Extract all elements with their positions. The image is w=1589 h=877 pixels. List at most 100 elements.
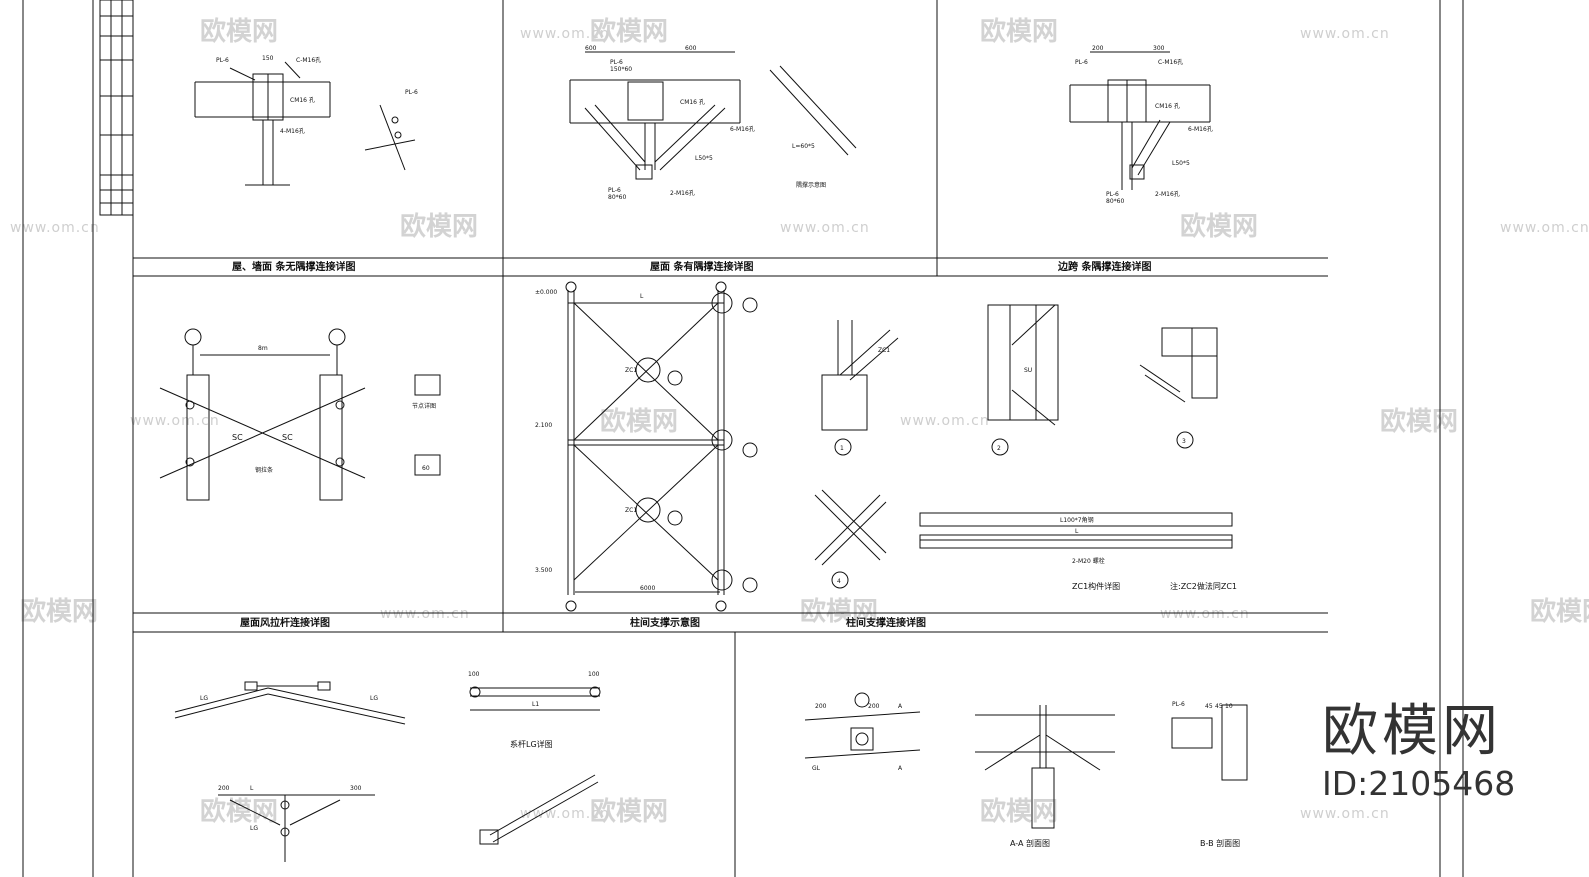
- p2-label: 600: [585, 45, 597, 52]
- p3-label: 80*60: [1106, 198, 1124, 205]
- p6-label: 2-M20 螺栓: [1072, 557, 1105, 565]
- watermark-url: www.om.cn: [1160, 606, 1250, 622]
- p1-label: CM16 孔: [290, 96, 315, 104]
- p3-label: CM16 孔: [1155, 102, 1180, 110]
- panel-5-labels: ±0.000 6000 L ZC1 ZC1 2.100 3.500 柱间支撑示意…: [535, 289, 700, 629]
- panel-2-title: 屋面 条有隅撑连接详图: [650, 260, 753, 273]
- p4-label: 节点详图: [412, 402, 436, 410]
- watermark-name: 欧模网: [20, 596, 98, 627]
- p8-label: 200: [868, 703, 880, 710]
- p7-label: 200: [218, 785, 230, 792]
- p3-label: C-M16孔: [1158, 58, 1183, 66]
- p6-label: L100*7角钢: [1060, 516, 1094, 524]
- p5-label: 2.100: [535, 422, 552, 429]
- watermark-url: www.om.cn: [520, 26, 610, 42]
- drawing-frame: [22, 0, 1464, 877]
- p2-label: L50*5: [695, 155, 713, 162]
- p7-label: L: [250, 785, 254, 792]
- p6-label: SU: [1024, 367, 1032, 374]
- p2-label: PL-6: [610, 59, 623, 66]
- watermark-name: 欧模网: [590, 796, 668, 827]
- p7-label: 100: [468, 671, 480, 678]
- panel-6-title: 柱间支撑连接详图: [846, 616, 926, 629]
- p2-label: 600: [685, 45, 697, 52]
- p2-label: 6-M16孔: [730, 125, 755, 133]
- p6-label: 1: [840, 445, 844, 452]
- panel-3-title: 边跨 条隅撑连接详图: [1057, 260, 1151, 273]
- watermark-url: www.om.cn: [1300, 806, 1390, 822]
- p2-label: PL-6: [608, 187, 621, 194]
- p8-label: 45: [1215, 703, 1223, 710]
- watermark-name: 欧模网: [1530, 596, 1589, 627]
- p6-label: 3: [1182, 438, 1186, 445]
- p5-label: ZC1: [625, 507, 637, 514]
- p8-label: A: [898, 703, 903, 710]
- watermark-name: 欧模网: [980, 16, 1058, 47]
- panel-5-title: 柱间支撑示意图: [630, 616, 700, 629]
- p6-label: ZC1构件详图: [1072, 581, 1120, 591]
- panel-4-title: 屋面风拉杆连接详图: [240, 616, 330, 629]
- p1-label: 4-M16孔: [280, 127, 305, 135]
- p2-label: 隅撑示意图: [796, 181, 826, 189]
- panel-3-labels: 200 300 PL-6 C-M16孔 CM16 孔 6-M16孔 L50*5 …: [1057, 45, 1213, 273]
- brand-name: 欧模网: [1322, 699, 1502, 764]
- p2-label: L=60*5: [792, 143, 815, 150]
- panel-2-drawing: [569, 51, 857, 180]
- watermark-name: 欧模网: [590, 16, 668, 47]
- watermark-name: 欧模网: [400, 211, 478, 242]
- watermark-url: www.om.cn: [10, 220, 100, 236]
- watermark-url: www.om.cn: [380, 606, 470, 622]
- p8-label: A-A 剖面图: [1010, 838, 1050, 848]
- watermark-name: 欧模网: [600, 406, 678, 437]
- p8-label: PL-6: [1172, 701, 1185, 708]
- p2-label: 80*60: [608, 194, 626, 201]
- model-id: ID:2105468: [1322, 764, 1516, 803]
- watermark-name: 欧模网: [1180, 211, 1258, 242]
- p6-label: 4: [837, 578, 841, 585]
- p7-label: 300: [350, 785, 362, 792]
- p5-label: 6000: [640, 585, 655, 592]
- p5-label: ±0.000: [535, 289, 557, 296]
- p3-label: 200: [1092, 45, 1104, 52]
- p1-label: PL-6: [405, 89, 418, 96]
- watermark-url: www.om.cn: [780, 220, 870, 236]
- panel-4-drawing: [159, 328, 441, 501]
- p6-label: 2: [997, 445, 1001, 452]
- p3-label: 6-M16孔: [1188, 125, 1213, 133]
- watermark-url: www.om.cn: [520, 806, 610, 822]
- panel-6-drawing: [814, 304, 1233, 589]
- p8-label: B-B 剖面图: [1200, 838, 1240, 848]
- p3-label: PL-6: [1106, 191, 1119, 198]
- p4-label: 8m: [258, 345, 268, 352]
- p5-label: 3.500: [535, 567, 552, 574]
- brand-overlay: 欧模网 ID:2105468: [1322, 700, 1562, 804]
- p4-label: SC: [232, 433, 243, 442]
- p6-label: L: [1075, 528, 1079, 535]
- p3-label: 300: [1153, 45, 1165, 52]
- panel-1-title: 屋、墙面 条无隅撑连接详图: [232, 260, 355, 273]
- panel-7-drawing: [174, 681, 601, 862]
- panel-1-labels: PL-6 150 C-M16孔 CM16 孔 4-M16孔 PL-6 屋、墙面 …: [216, 55, 418, 273]
- panel-7-labels: LG LG LG L 200 300 100 100 系杆LG详图 L1: [200, 671, 600, 832]
- watermark-url: www.om.cn: [130, 413, 220, 429]
- p3-label: 2-M16孔: [1155, 190, 1180, 198]
- watermark-url: www.om.cn: [900, 413, 990, 429]
- p5-label: L: [640, 293, 644, 300]
- p4-label: 60: [422, 465, 430, 472]
- p8-label: 10: [1225, 703, 1233, 710]
- watermark-name: 欧模网: [200, 16, 278, 47]
- p3-label: L50*5: [1172, 160, 1190, 167]
- panel-6-labels: 1 2 3 4 ZC1 SU L L100*7角钢 2-M20 螺栓 ZC1构件…: [837, 347, 1237, 629]
- watermark-name: 欧模网: [1380, 406, 1458, 437]
- p7-label: LG: [250, 825, 258, 832]
- watermark-name: 欧模网: [800, 596, 878, 627]
- p8-label: A: [898, 765, 903, 772]
- watermark-layer: 欧模网欧模网欧模网欧模网欧模网欧模网欧模网欧模网欧模网欧模网欧模网欧模网欧模网w…: [10, 16, 1589, 827]
- p1-label: 150: [262, 55, 274, 62]
- panel-5-drawing: [565, 281, 758, 612]
- panel-3-drawing: [1069, 51, 1211, 190]
- watermark-name: 欧模网: [980, 796, 1058, 827]
- p4-label: SC: [282, 433, 293, 442]
- p8-label: GL: [812, 765, 821, 772]
